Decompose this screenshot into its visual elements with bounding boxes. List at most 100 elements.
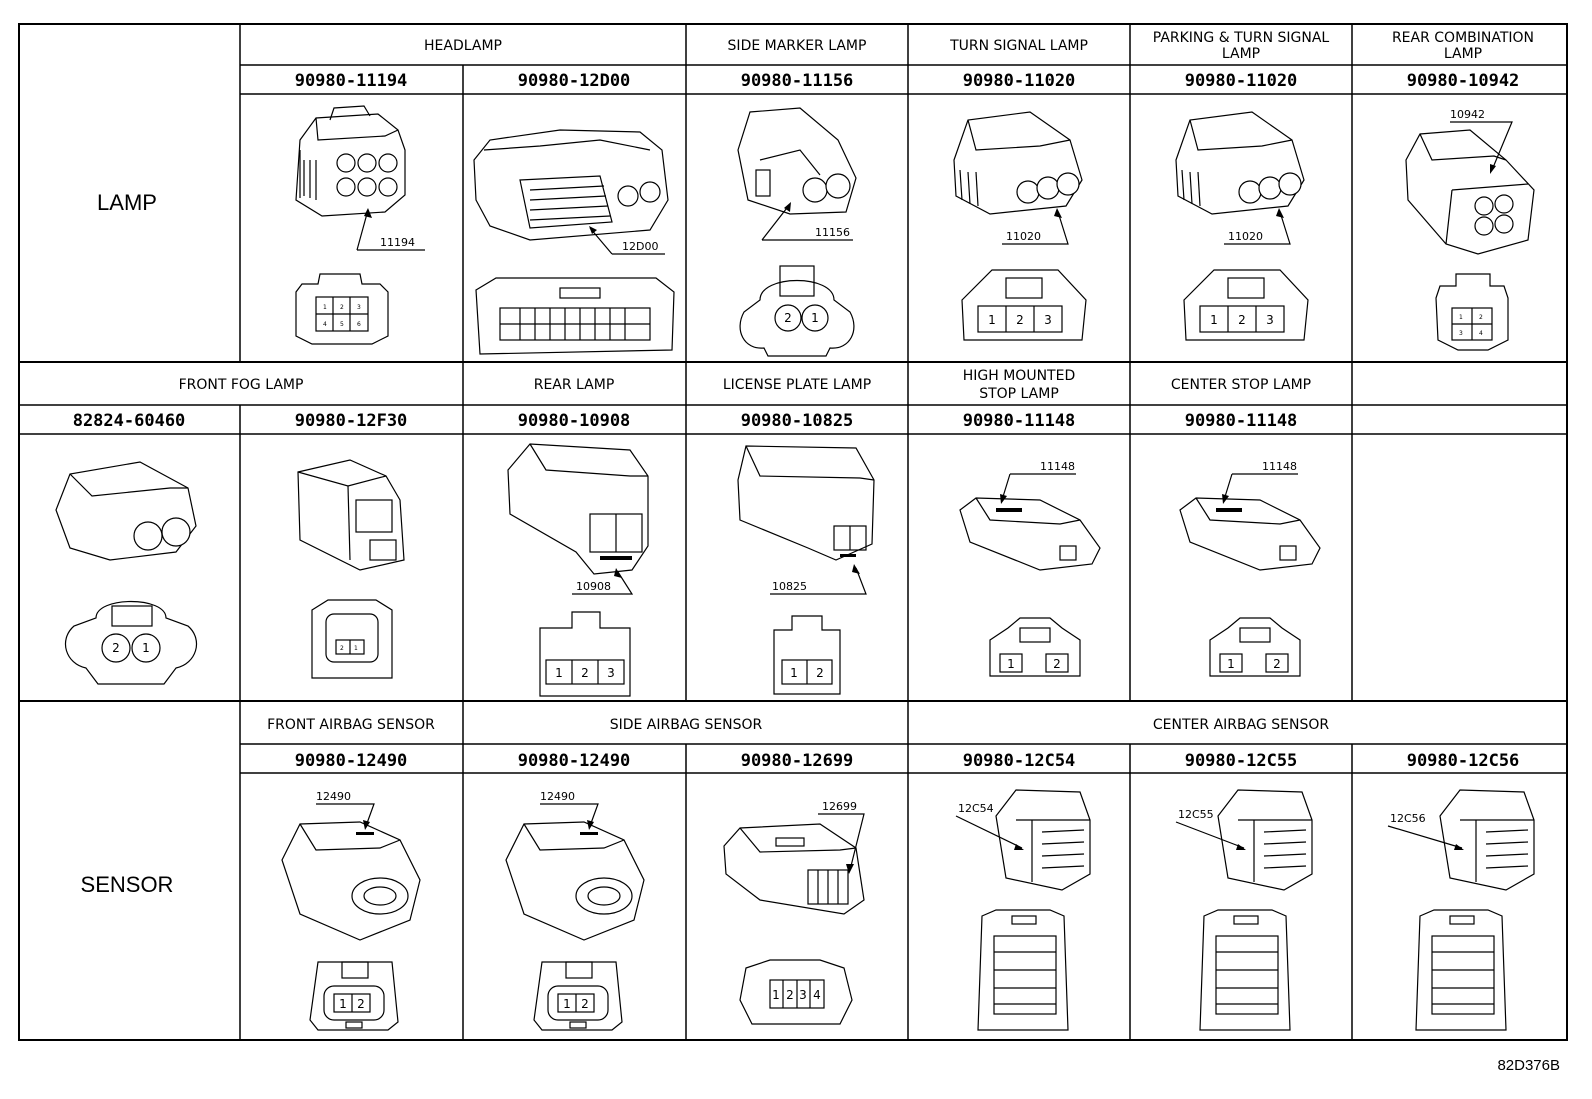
pin-label: 2 bbox=[784, 311, 792, 325]
pin-label: 3 bbox=[1044, 313, 1052, 327]
pin-label: 2 bbox=[581, 666, 589, 680]
connector-center-stop-11148: 11148 1 2 bbox=[1179, 460, 1321, 677]
part-number: 90980-10908 bbox=[518, 411, 631, 431]
part-number: 90980-12490 bbox=[295, 751, 408, 771]
pin-label: 1 bbox=[790, 666, 798, 680]
group-headlamp: HEADLAMP bbox=[424, 38, 502, 54]
pin-label: 2 bbox=[581, 997, 589, 1011]
connector-front-fog-82824: 2 1 bbox=[55, 461, 198, 685]
callout-label: 11148 bbox=[1040, 460, 1075, 473]
connector-front-fog-12f30: 2 1 bbox=[297, 459, 405, 679]
pin-label: 3 bbox=[1266, 313, 1274, 327]
group-center-airbag-sensor: CENTER AIRBAG SENSOR bbox=[1153, 717, 1329, 733]
part-number: 90980-12D00 bbox=[518, 71, 631, 91]
pin-label: 4 bbox=[1479, 330, 1483, 337]
figure-code: 82D376B bbox=[1497, 1057, 1560, 1074]
row-label-lamp: LAMP bbox=[97, 190, 157, 215]
connector-center-airbag-12c56: 12C56 bbox=[1387, 789, 1535, 1031]
part-number: 90980-12C55 bbox=[1185, 751, 1298, 771]
connector-license-plate-10825: 10825 1 2 bbox=[737, 445, 875, 695]
connector-turn-signal-11020: 11020 1 2 3 bbox=[953, 111, 1087, 341]
part-number: 90980-11148 bbox=[963, 411, 1076, 431]
callout-label: 11194 bbox=[380, 236, 415, 249]
part-number: 90980-11194 bbox=[295, 71, 408, 91]
part-number: 90980-11156 bbox=[741, 71, 854, 91]
part-number: 90980-12699 bbox=[741, 751, 854, 771]
pin-label: 2 bbox=[1273, 657, 1281, 671]
connector-side-airbag-12490: 12490 1 2 bbox=[505, 790, 645, 1031]
pin-label: 3 bbox=[607, 666, 615, 680]
pin-label: 2 bbox=[357, 997, 365, 1011]
part-number: 90980-12F30 bbox=[295, 411, 408, 431]
callout-label: 11148 bbox=[1262, 460, 1297, 473]
pin-label: 1 bbox=[988, 313, 996, 327]
group-center-stop-lamp: CENTER STOP LAMP bbox=[1171, 377, 1311, 393]
pin-label: 1 bbox=[1459, 314, 1463, 321]
callout-label: 12D00 bbox=[622, 240, 658, 253]
callout-label: 10825 bbox=[772, 580, 807, 593]
pin-label: 2 bbox=[1053, 657, 1061, 671]
group-rear-lamp: REAR LAMP bbox=[534, 377, 615, 393]
pin-label: 1 bbox=[772, 988, 780, 1002]
pin-label: 3 bbox=[799, 988, 807, 1002]
callout-label: 12490 bbox=[540, 790, 575, 803]
part-number: 82824-60460 bbox=[73, 411, 186, 431]
pin-label: 1 bbox=[811, 311, 819, 325]
part-number: 90980-12C54 bbox=[963, 751, 1076, 771]
connector-parking-turn-11020: 11020 1 2 3 bbox=[1175, 111, 1309, 341]
pin-label: 2 bbox=[816, 666, 824, 680]
part-number: 90980-11020 bbox=[1185, 71, 1298, 91]
pin-label: 1 bbox=[1227, 657, 1235, 671]
group-license-plate-lamp: LICENSE PLATE LAMP bbox=[723, 377, 871, 393]
table-grid bbox=[18, 23, 1568, 1041]
pin-label: 1 bbox=[339, 997, 347, 1011]
connector-side-marker-11156: 11156 2 1 bbox=[737, 107, 857, 357]
row-label-sensor: SENSOR bbox=[81, 872, 174, 897]
pin-label: 1 bbox=[563, 997, 571, 1011]
part-number: 90980-11020 bbox=[963, 71, 1076, 91]
pin-label: 1 bbox=[142, 641, 150, 655]
callout-label: 11020 bbox=[1006, 230, 1041, 243]
part-number: 90980-12490 bbox=[518, 751, 631, 771]
pin-label: 1 bbox=[323, 304, 327, 311]
part-number: 90980-10825 bbox=[741, 411, 854, 431]
callout-label: 12C56 bbox=[1390, 812, 1426, 825]
pin-label: 2 bbox=[340, 304, 344, 311]
pin-label: 2 bbox=[1238, 313, 1246, 327]
pin-label: 5 bbox=[340, 321, 344, 328]
part-number: 90980-10942 bbox=[1407, 71, 1520, 91]
pin-label: 3 bbox=[357, 304, 361, 311]
connector-rear-combination-10942: 10942 1 2 3 4 bbox=[1405, 108, 1535, 351]
group-front-fog-lamp: FRONT FOG LAMP bbox=[179, 377, 304, 393]
callout-label: 12699 bbox=[822, 800, 857, 813]
callout-label: 12C55 bbox=[1178, 808, 1214, 821]
group-front-airbag-sensor: FRONT AIRBAG SENSOR bbox=[267, 717, 435, 733]
connector-front-airbag-12490: 12490 1 2 bbox=[281, 790, 421, 1031]
connector-headlamp-12d00: 12D00 bbox=[473, 129, 675, 355]
callout-label: 12490 bbox=[316, 790, 351, 803]
pin-label: 2 bbox=[112, 641, 120, 655]
part-number: 90980-11148 bbox=[1185, 411, 1298, 431]
pin-label: 1 bbox=[1210, 313, 1218, 327]
pin-label: 3 bbox=[1459, 330, 1463, 337]
callout-label: 10942 bbox=[1450, 108, 1485, 121]
group-side-marker-lamp: SIDE MARKER LAMP bbox=[728, 38, 867, 54]
callout-label: 11156 bbox=[815, 226, 850, 239]
connector-headlamp-11194: 11194 1 2 3 4 5 6 bbox=[295, 105, 425, 345]
connector-center-airbag-12c54: 12C54 bbox=[955, 789, 1091, 1031]
pin-label: 2 bbox=[786, 988, 794, 1002]
connector-side-airbag-12699: 12699 1 2 3 4 bbox=[723, 800, 865, 1025]
connector-high-mounted-11148: 11148 1 2 bbox=[959, 460, 1101, 677]
callout-label: 10908 bbox=[576, 580, 611, 593]
group-turn-signal-lamp: TURN SIGNAL LAMP bbox=[949, 38, 1088, 54]
pin-label: 6 bbox=[357, 321, 361, 328]
pin-label: 2 bbox=[340, 645, 344, 652]
pin-label: 2 bbox=[1479, 314, 1483, 321]
pin-label: 1 bbox=[555, 666, 563, 680]
pin-label: 1 bbox=[1007, 657, 1015, 671]
connector-rear-lamp-10908: 10908 1 2 3 bbox=[507, 443, 649, 697]
